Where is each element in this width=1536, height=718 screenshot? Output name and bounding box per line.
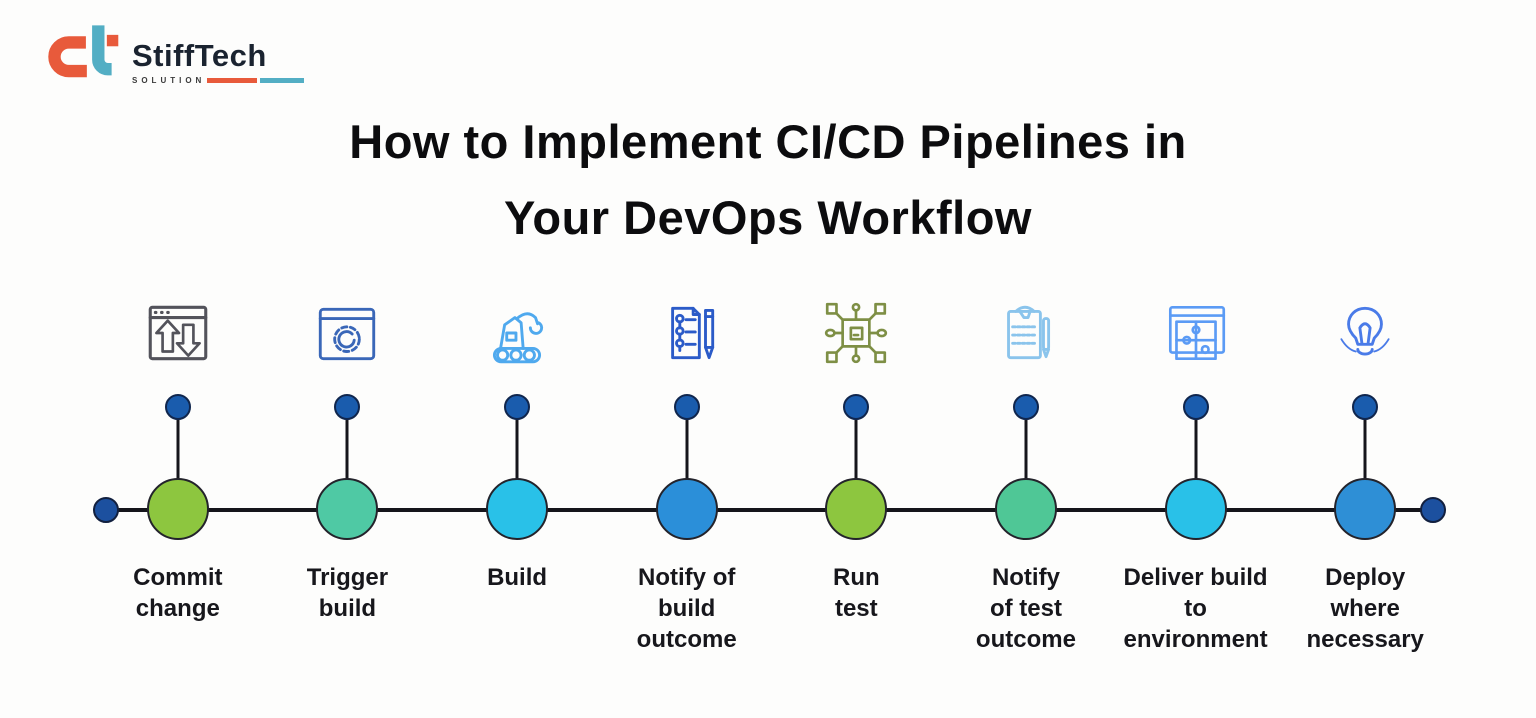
stifftech-logo: StiffTech SOLUTION [44,16,305,88]
connector-dot [164,394,191,420]
connector-dot [1012,394,1039,420]
connector-dot [504,394,531,420]
step-node [994,478,1057,540]
clipboard-pen-icon [1007,305,1050,360]
chip-icon [825,302,888,364]
connector-line [854,406,858,510]
step-node [1164,478,1227,540]
step-label: Commit change [133,564,223,622]
brand-underline-orange [207,78,258,83]
connector-dot [673,394,700,420]
connector-line [685,406,689,510]
bulb-icon [1340,306,1390,356]
connector-line [515,406,519,510]
timeline-step-build: Build [432,0,602,718]
brand-subtitle: SOLUTION [132,76,206,85]
step-label: Trigger build [306,564,389,622]
connector-dot [1182,394,1209,420]
step-label: Deploy where necessary [1306,564,1424,653]
timeline-step-deliver-build: Deliver build to environment [1111,0,1281,718]
timeline-start-dot [93,497,119,523]
connector-dot [334,394,361,420]
st-logo-icon [48,25,119,78]
window-puzzle-icon [1168,305,1225,361]
step-node [146,478,209,540]
step-label: Build [487,564,548,591]
step-node [486,478,549,540]
step-label: Deliver build to environment [1123,564,1268,653]
timeline-step-commit-change: Commit change [93,0,263,718]
timeline-step-trigger-build: Trigger build [263,0,433,718]
connector-line [1363,406,1367,510]
document-pen-icon [670,306,714,360]
page-title: How to Implement CI/CD Pipelines in Your… [0,104,1536,256]
title-line-2: Your DevOps Workflow [504,191,1032,244]
brand-name: StiffTech [132,38,267,73]
timeline-axis [104,508,1434,512]
connector-line [345,406,349,510]
step-label: Run test [832,564,880,622]
step-node [655,478,718,540]
window-gear-icon [319,307,376,361]
step-node [316,478,379,540]
window-arrows-icon [148,305,208,361]
timeline-step-notify-build: Notify of build outcome [602,0,772,718]
connector-line [1194,406,1198,510]
timeline-steps: Commit change Trigger build [93,0,1450,718]
timeline-end-dot [1420,497,1446,523]
step-node [1334,478,1397,540]
connector-line [176,406,180,510]
connector-dot [1352,394,1379,420]
step-label: Notify of build outcome [636,564,737,653]
step-node [825,478,888,540]
title-line-1: How to Implement CI/CD Pipelines in [349,115,1187,168]
step-label: Notify of test outcome [975,564,1076,653]
crane-machine-icon [493,312,544,364]
brand-underline-teal [260,78,305,83]
timeline-step-run-test: Run test [772,0,942,718]
timeline-step-deploy: Deploy where necessary [1280,0,1450,718]
connector-line [1024,406,1028,510]
timeline-step-notify-test: Notify of test outcome [941,0,1111,718]
connector-dot [843,394,870,420]
